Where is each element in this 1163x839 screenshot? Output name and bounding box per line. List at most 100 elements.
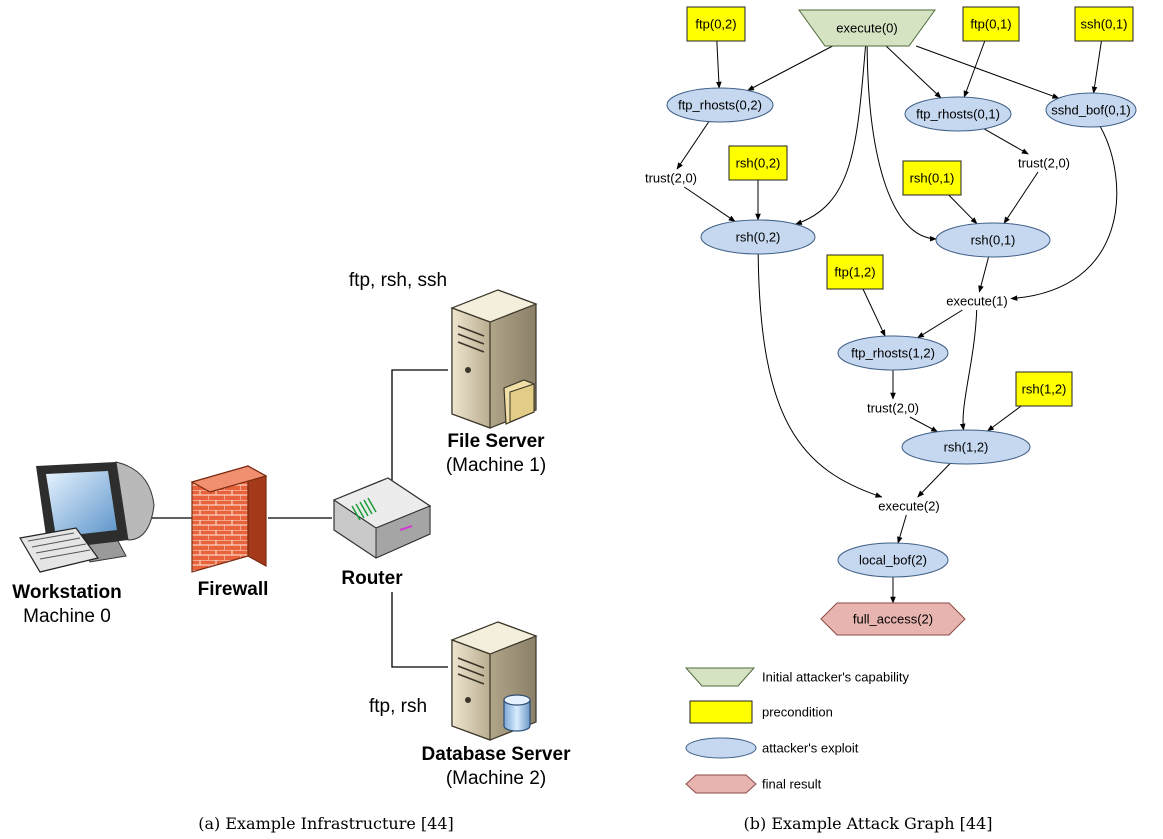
node-label: ftp(1,2) (834, 265, 875, 280)
edge-sshd_bof01-to-execute1 (1010, 126, 1118, 301)
legend-swatch-final (685, 774, 757, 794)
fileserver-machine-label: (Machine 1) (446, 455, 546, 476)
node-label: sshd_bof(0,1) (1051, 103, 1131, 118)
node-label: ssh(0,1) (1081, 17, 1128, 32)
edge-rsh01_pre-to-rsh01 (948, 194, 978, 225)
node-label: execute(0) (836, 21, 897, 36)
dbserver-icon (450, 621, 538, 741)
edge-ftp_rhosts01-to-trust20_b (983, 128, 1029, 155)
precondition-shape (1074, 6, 1134, 42)
node-ftp01: ftp(0,1) (962, 6, 1020, 42)
workstation-label: Workstation (12, 582, 121, 603)
node-label: rsh(0,1) (910, 171, 955, 186)
edge-ftp01-to-ftp_rhosts01 (963, 40, 986, 98)
exploit-shape (700, 219, 816, 255)
legend-swatch-initial (684, 667, 756, 687)
node-full_access2: full_access(2) (820, 602, 966, 636)
node-label: ftp(0,1) (970, 17, 1011, 32)
dbserver-label: Database Server (422, 744, 572, 765)
node-label: ftp(0,2) (695, 17, 736, 32)
node-label: rsh(1,2) (944, 440, 989, 455)
fileserver-icon (450, 289, 538, 429)
fileserver-label: File Server (447, 431, 545, 452)
legend-item-final: final result (685, 774, 822, 794)
legend-label: precondition (762, 705, 833, 720)
precondition-shape (728, 145, 788, 181)
precondition-shape (1015, 371, 1073, 407)
legend-label: final result (762, 777, 822, 792)
node-label: local_bof(2) (859, 553, 927, 568)
edge-execute1-to-rsh12 (959, 309, 978, 431)
node-trust20_a: trust(2,0) (645, 171, 697, 186)
edge-execute0-to-rsh02 (794, 45, 867, 225)
node-label: ftp_rhosts(0,1) (916, 107, 1000, 122)
node-label: rsh(1,2) (1022, 382, 1067, 397)
node-ftp_rhosts02: ftp_rhosts(0,2) (666, 87, 774, 123)
edge-rsh01-to-execute1 (978, 256, 990, 293)
firewall-label: Firewall (198, 579, 269, 600)
firewall-icon (190, 464, 268, 573)
node-execute0: execute(0) (798, 9, 936, 47)
initial-capability-shape (798, 9, 936, 47)
infrastructure-diagram: Workstation Machine 0 Firewall Router ft… (12, 270, 571, 789)
node-rsh01: rsh(0,1) (935, 222, 1051, 258)
node-label: rsh(0,2) (736, 156, 781, 171)
edge-execute0-to-sshd_bof01 (915, 45, 1060, 99)
node-ftp02: ftp(0,2) (686, 6, 746, 42)
workstation-icon (19, 461, 155, 573)
attack-graph-nodes: execute(0) ftp(0,2) ftp(0,1) ssh(0,1) ftp_rh… (645, 6, 1137, 636)
edge-execute0-to-rsh01 (866, 45, 937, 242)
node-rsh01_pre: rsh(0,1) (902, 160, 962, 196)
edge-execute2-to-local_bof2 (897, 514, 907, 544)
legend-label: Initial attacker's capability (762, 670, 909, 685)
legend-swatch-exploit (685, 737, 757, 759)
node-ftp12: ftp(1,2) (826, 254, 884, 290)
exploit-shape (666, 87, 774, 123)
node-local_bof2: local_bof(2) (837, 542, 949, 578)
edge-execute0-to-ftp_rhosts02 (747, 45, 833, 91)
final-result-shape (820, 602, 966, 636)
dbserver-services-label: ftp, rsh (369, 696, 427, 717)
exploit-shape (904, 96, 1012, 132)
caption-b: (b) Example Attack Graph [44] (744, 814, 993, 833)
precondition-shape (962, 6, 1020, 42)
legend-item-exploit: attacker's exploit (685, 737, 859, 759)
node-execute2: execute(2) (878, 499, 939, 514)
node-trust20_b: trust(2,0) (1018, 156, 1070, 171)
precondition-shape (826, 254, 884, 290)
edge-ftp02-to-ftp_rhosts02 (716, 40, 722, 89)
edge-rsh02-to-execute2 (757, 253, 883, 498)
attack-graph-legend: Initial attacker's capability preconditio… (684, 667, 909, 794)
node-label: execute(1) (946, 294, 1007, 309)
wire-router-dbserver (391, 592, 448, 668)
exploit-shape (901, 429, 1031, 465)
router-icon (332, 477, 432, 559)
node-label: ftp_rhosts(1,2) (851, 346, 935, 361)
router-label: Router (341, 568, 403, 589)
exploit-shape (1045, 92, 1137, 128)
node-sshd_bof01: sshd_bof(0,1) (1045, 92, 1137, 128)
fileserver-services-label: ftp, rsh, ssh (349, 270, 447, 291)
wire-router-fileserver (391, 369, 448, 493)
precondition-shape (902, 160, 962, 196)
node-label: trust(2,0) (645, 171, 697, 186)
legend-item-precondition: precondition (689, 700, 833, 724)
node-rsh12_pre: rsh(1,2) (1015, 371, 1073, 407)
caption-a: (a) Example Infrastructure [44] (198, 814, 454, 833)
node-ftp_rhosts01: ftp_rhosts(0,1) (904, 96, 1012, 132)
precondition-shape (686, 6, 746, 42)
node-label: trust(2,0) (867, 401, 919, 416)
attack-graph-edges (676, 40, 1118, 604)
edge-trust20_c-to-rsh12 (909, 416, 939, 433)
edge-rsh12_pre-to-rsh12 (986, 405, 1022, 432)
node-label: trust(2,0) (1018, 156, 1070, 171)
workstation-machine-label: Machine 0 (23, 606, 111, 627)
exploit-shape (837, 335, 949, 371)
legend-item-initial: Initial attacker's capability (684, 667, 909, 687)
attack-graph: execute(0) ftp(0,2) ftp(0,1) ssh(0,1) ftp_rh… (645, 6, 1137, 794)
node-label: rsh(0,2) (736, 230, 781, 245)
exploit-shape (837, 542, 949, 578)
dbserver-machine-label: (Machine 2) (446, 768, 546, 789)
node-rsh02: rsh(0,2) (700, 219, 816, 255)
